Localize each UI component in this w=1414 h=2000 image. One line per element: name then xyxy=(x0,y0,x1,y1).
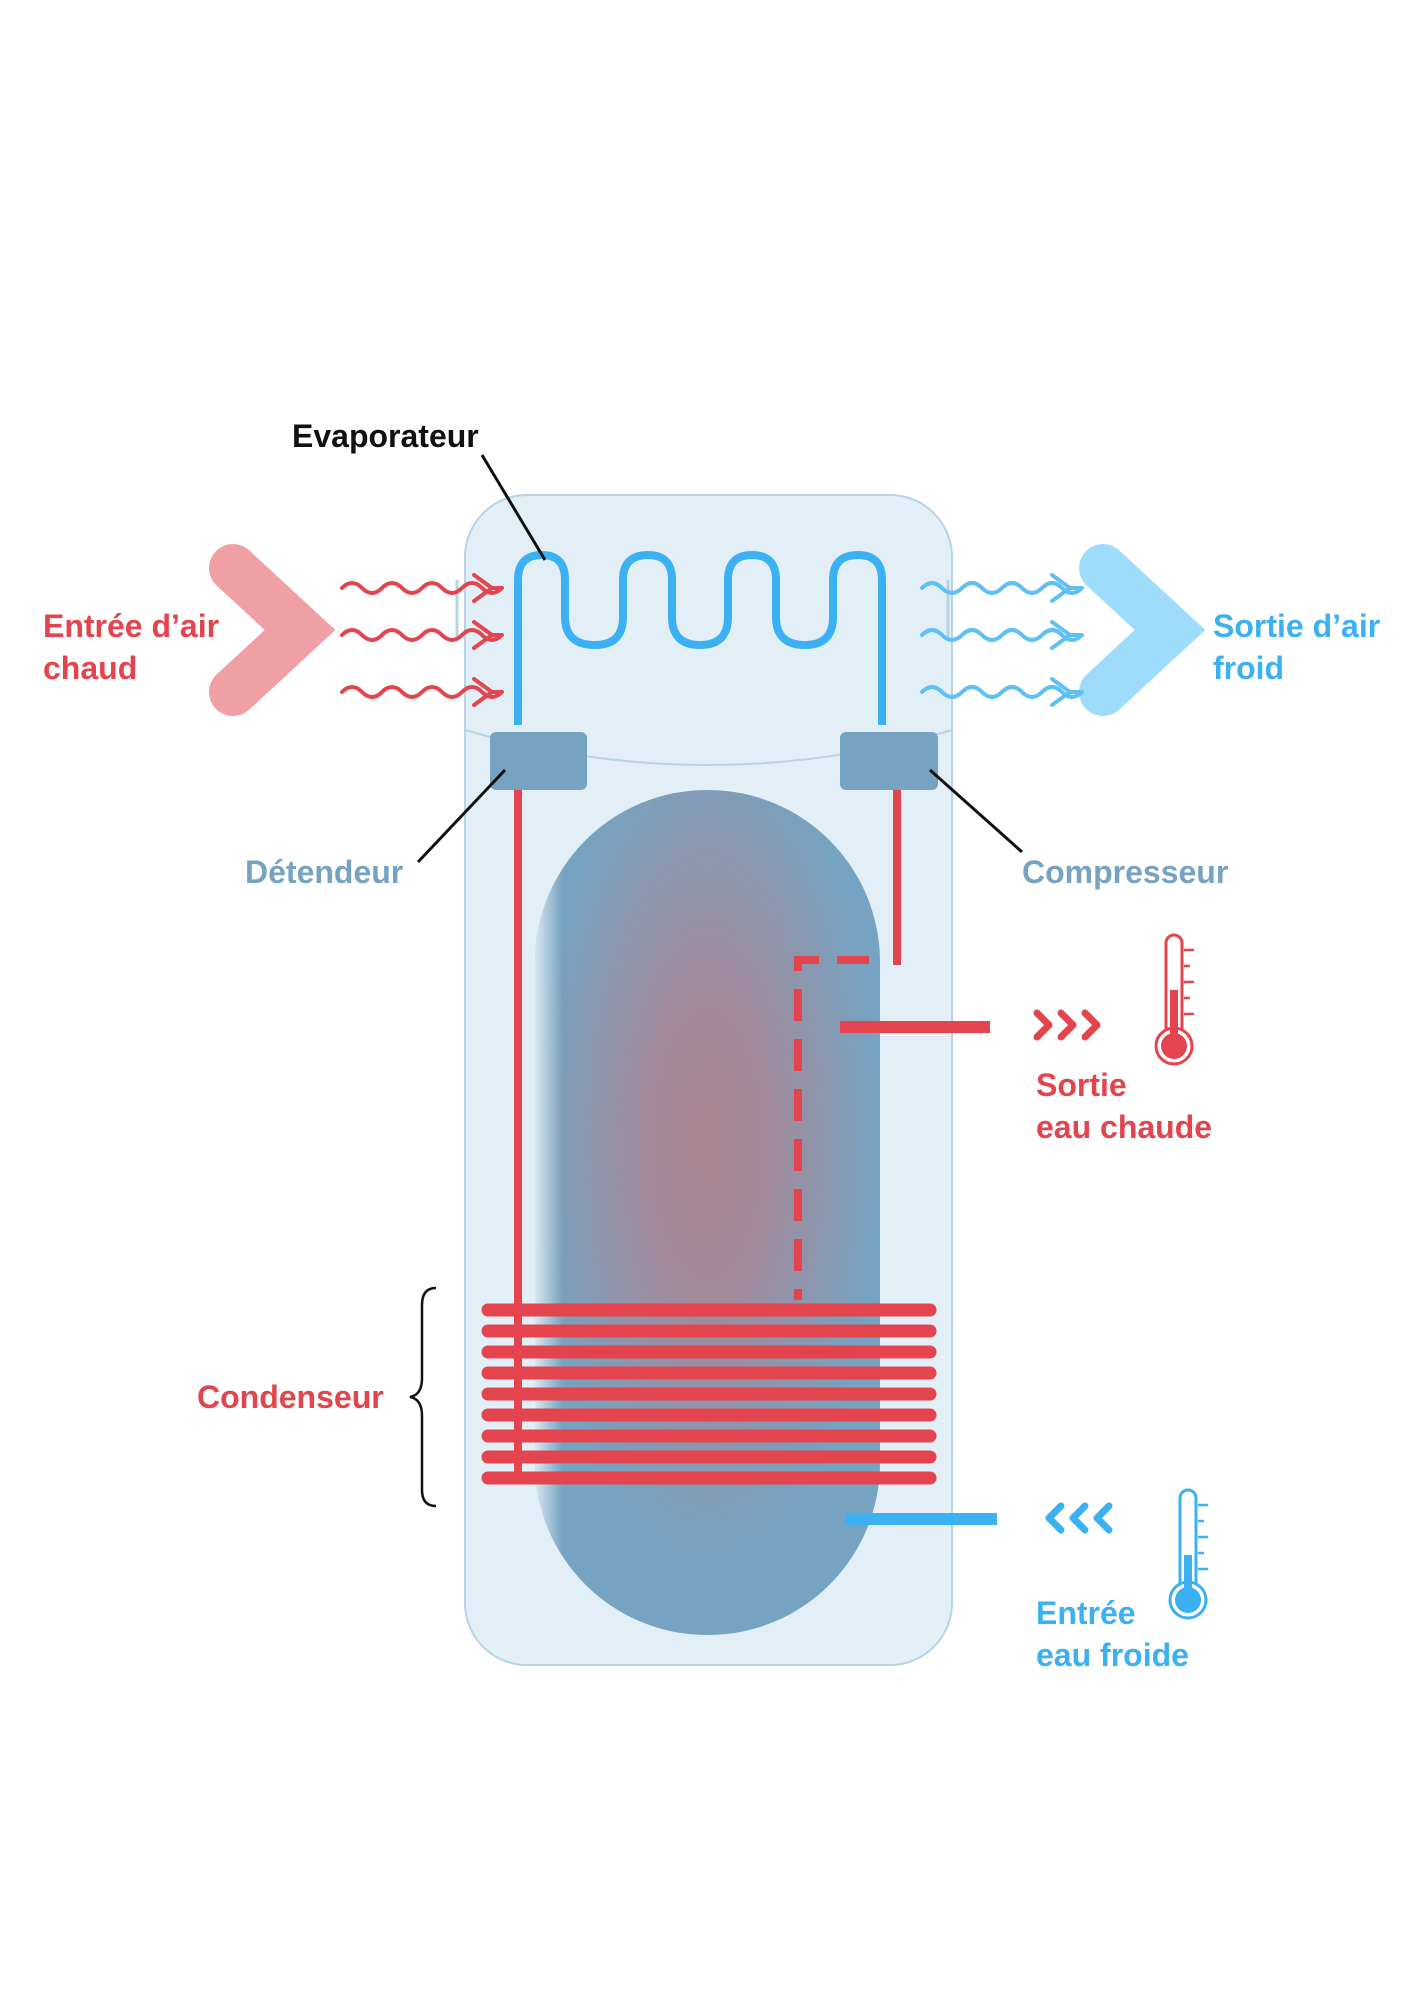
compresseur-leader-line xyxy=(929,768,1023,854)
detendeur-leader-line xyxy=(416,768,507,864)
cold-water-in-label-line2: eau froide xyxy=(1036,1637,1189,1673)
evaporateur-label: Evaporateur xyxy=(292,418,479,454)
chevron-right-icon xyxy=(1079,544,1206,716)
air-in-label-line2: chaud xyxy=(43,650,138,686)
cold-water-in-label-line1: Entrée xyxy=(1036,1595,1136,1631)
cold-air-flow-arrows xyxy=(920,573,1084,707)
triple-chevron-right-icon xyxy=(1033,1009,1101,1041)
air-out-label-line1: Sortie d’air xyxy=(1213,608,1381,644)
hot-water-out-label-line2: eau chaude xyxy=(1036,1109,1213,1145)
hot-water-dip-tube xyxy=(794,956,869,1300)
air-in-label-line1: Entrée d’air xyxy=(43,608,220,644)
water-tank xyxy=(535,790,880,1635)
detendeur-valve xyxy=(490,732,587,790)
thermometer-hot-icon xyxy=(1154,933,1194,1066)
hot-water-out-label-line1: Sortie xyxy=(1036,1067,1127,1103)
detendeur-label: Détendeur xyxy=(245,854,404,890)
compresseur-label: Compresseur xyxy=(1022,854,1229,890)
condenser-coils xyxy=(481,1303,937,1485)
evaporateur-leader-line xyxy=(480,454,547,561)
thermometer-cold-icon xyxy=(1168,1488,1208,1620)
cold-water-in-label: Entrée eau froide xyxy=(1036,1592,1189,1676)
air-out-label: Sortie d’air froid xyxy=(1213,605,1380,689)
condenseur-label: Condenseur xyxy=(197,1379,384,1415)
air-in-label: Entrée d’air chaud xyxy=(43,605,219,689)
hot-water-out-label: Sortie eau chaude xyxy=(1036,1064,1212,1148)
triple-chevron-left-icon xyxy=(1045,1502,1113,1534)
compresseur-unit xyxy=(840,732,938,790)
condenseur-brace xyxy=(409,1286,437,1508)
air-out-label-line2: froid xyxy=(1213,650,1285,686)
chevron-right-icon xyxy=(209,544,336,716)
warm-air-flow-arrows xyxy=(340,573,504,707)
evaporator-coil xyxy=(514,551,886,725)
